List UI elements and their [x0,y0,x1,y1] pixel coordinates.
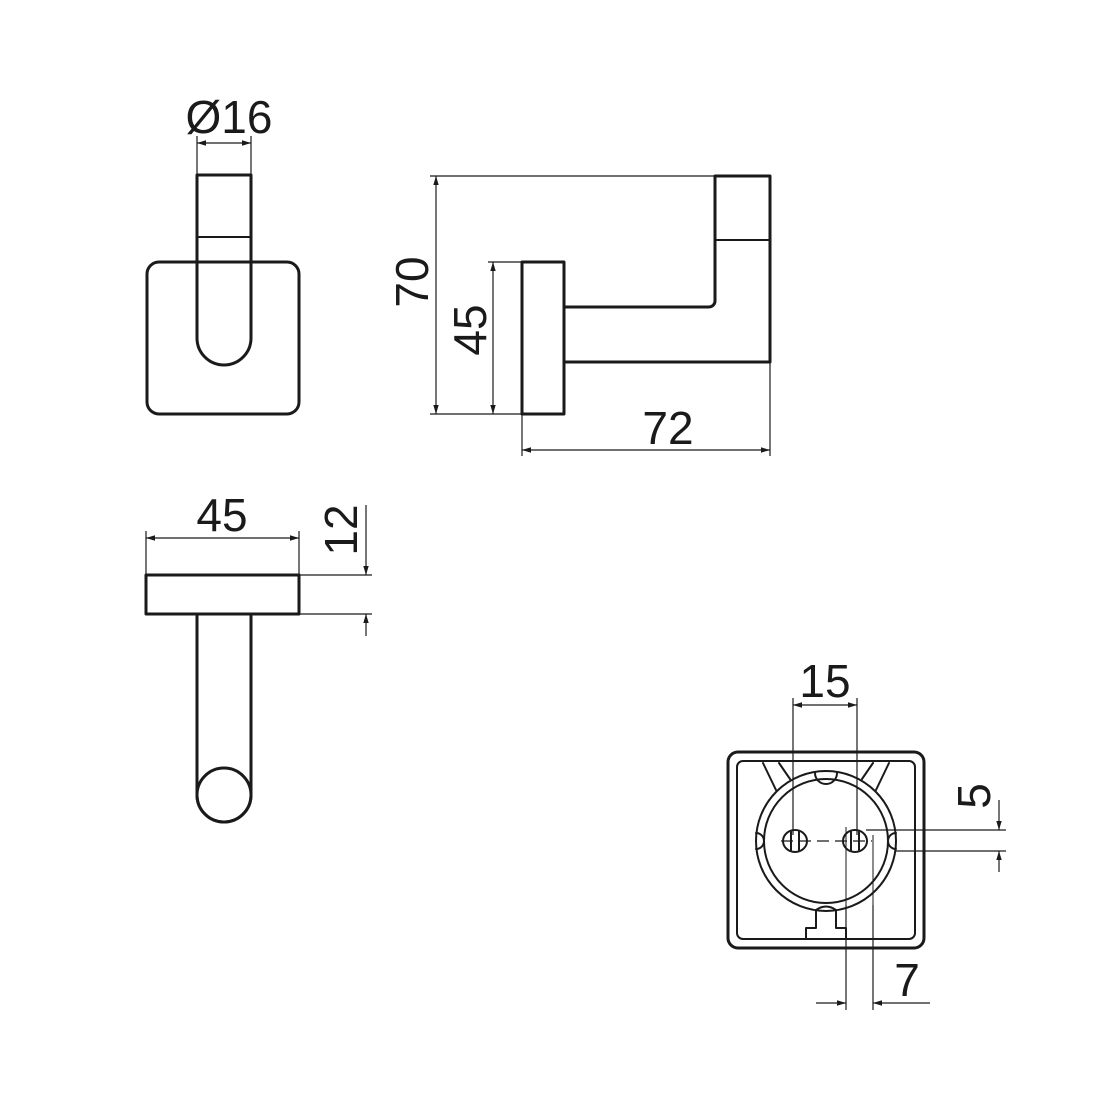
top-width-dimension: 45 [145,489,300,575]
front-view: Ø16 [145,91,301,416]
top-view: 45 12 [144,489,372,824]
back-hole-offset-label: 5 [948,783,1000,809]
front-diameter-dimension: Ø16 [186,91,273,175]
front-base-plate [145,260,301,416]
side-view: 70 45 72 [386,174,772,456]
back-hole-spacing-label: 15 [799,655,850,707]
back-inner-plate [736,760,916,940]
side-depth-label: 72 [642,402,693,454]
back-mounting-ring-outer [755,770,897,912]
front-diameter-label: Ø16 [186,91,273,143]
top-width-label: 45 [196,489,247,541]
top-hook-end [195,766,253,824]
back-hole-spacing-dimension: 15 [792,655,858,835]
side-height-base-label: 45 [444,304,496,355]
back-view: 15 5 7 [726,655,1006,1010]
side-base-plate [520,260,566,416]
top-hook-arm [195,612,253,824]
side-height-total-dimension: 70 [386,175,715,415]
side-height-total-label: 70 [386,256,438,307]
back-slot-offset-dimension: 7 [816,905,930,1010]
back-slot-offset-label: 7 [894,954,920,1006]
back-outer-plate [726,750,926,950]
side-hook-arm [562,174,772,364]
side-depth-dimension: 72 [521,362,771,456]
front-hook-arm [195,173,253,367]
top-base-plate [144,573,301,616]
side-height-base-dimension: 45 [444,261,522,414]
back-hole-offset-dimension: 5 [866,783,1006,872]
top-thickness-label: 12 [315,504,367,555]
top-thickness-dimension: 12 [299,504,372,636]
